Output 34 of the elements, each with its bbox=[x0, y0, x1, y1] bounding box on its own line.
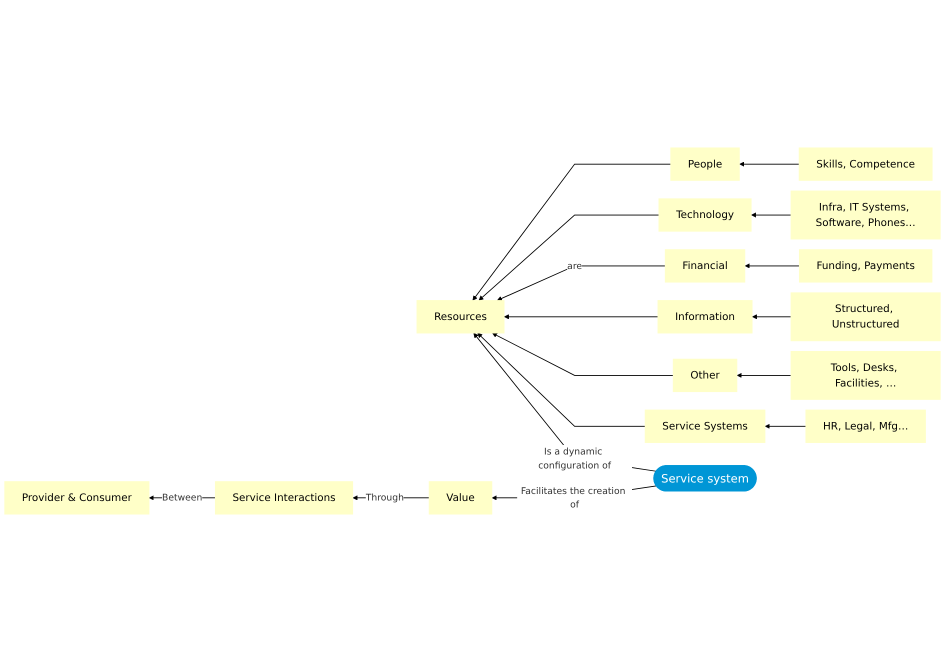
node-box: Resources bbox=[416, 300, 504, 334]
edge-label: Through bbox=[366, 492, 404, 504]
edge-label: Is a dynamic configuration of bbox=[538, 446, 612, 471]
arrow bbox=[492, 332, 674, 376]
node-box: Service Systems bbox=[644, 410, 766, 443]
node-box: Technology bbox=[658, 198, 752, 232]
node-box: Tools, Desks, Facilities, … bbox=[790, 350, 941, 400]
arrow bbox=[744, 263, 800, 268]
arrow bbox=[764, 424, 806, 429]
arrow bbox=[478, 214, 660, 301]
node-box: Infra, IT Systems, Software, Phones… bbox=[790, 190, 941, 240]
arrow bbox=[751, 212, 792, 218]
node-box: Structured, Unstructured bbox=[790, 292, 941, 342]
node-box: People bbox=[670, 147, 740, 181]
arrow bbox=[736, 372, 792, 378]
node-box: Information bbox=[658, 300, 753, 334]
edge-label: are bbox=[567, 260, 582, 272]
arrow bbox=[739, 162, 800, 167]
node-box: Provider & Consumer bbox=[4, 481, 150, 515]
arrow bbox=[752, 314, 792, 320]
arrow bbox=[473, 332, 657, 472]
node-box: Financial bbox=[664, 249, 746, 283]
arrow bbox=[477, 332, 646, 427]
node-box: Funding, Payments bbox=[798, 249, 932, 283]
node-box: HR, Legal, Mfg… bbox=[805, 410, 926, 443]
arrow bbox=[472, 164, 672, 301]
edge-label: Facilitates the creation of bbox=[520, 485, 626, 510]
node-box: Skills, Competence bbox=[798, 147, 933, 181]
arrow bbox=[504, 314, 658, 320]
edge-label: Between bbox=[162, 492, 202, 504]
node-box: Service Interactions bbox=[214, 481, 354, 515]
node-box: Value bbox=[428, 481, 492, 515]
arrow bbox=[497, 265, 666, 301]
node-box: Other bbox=[672, 358, 738, 392]
